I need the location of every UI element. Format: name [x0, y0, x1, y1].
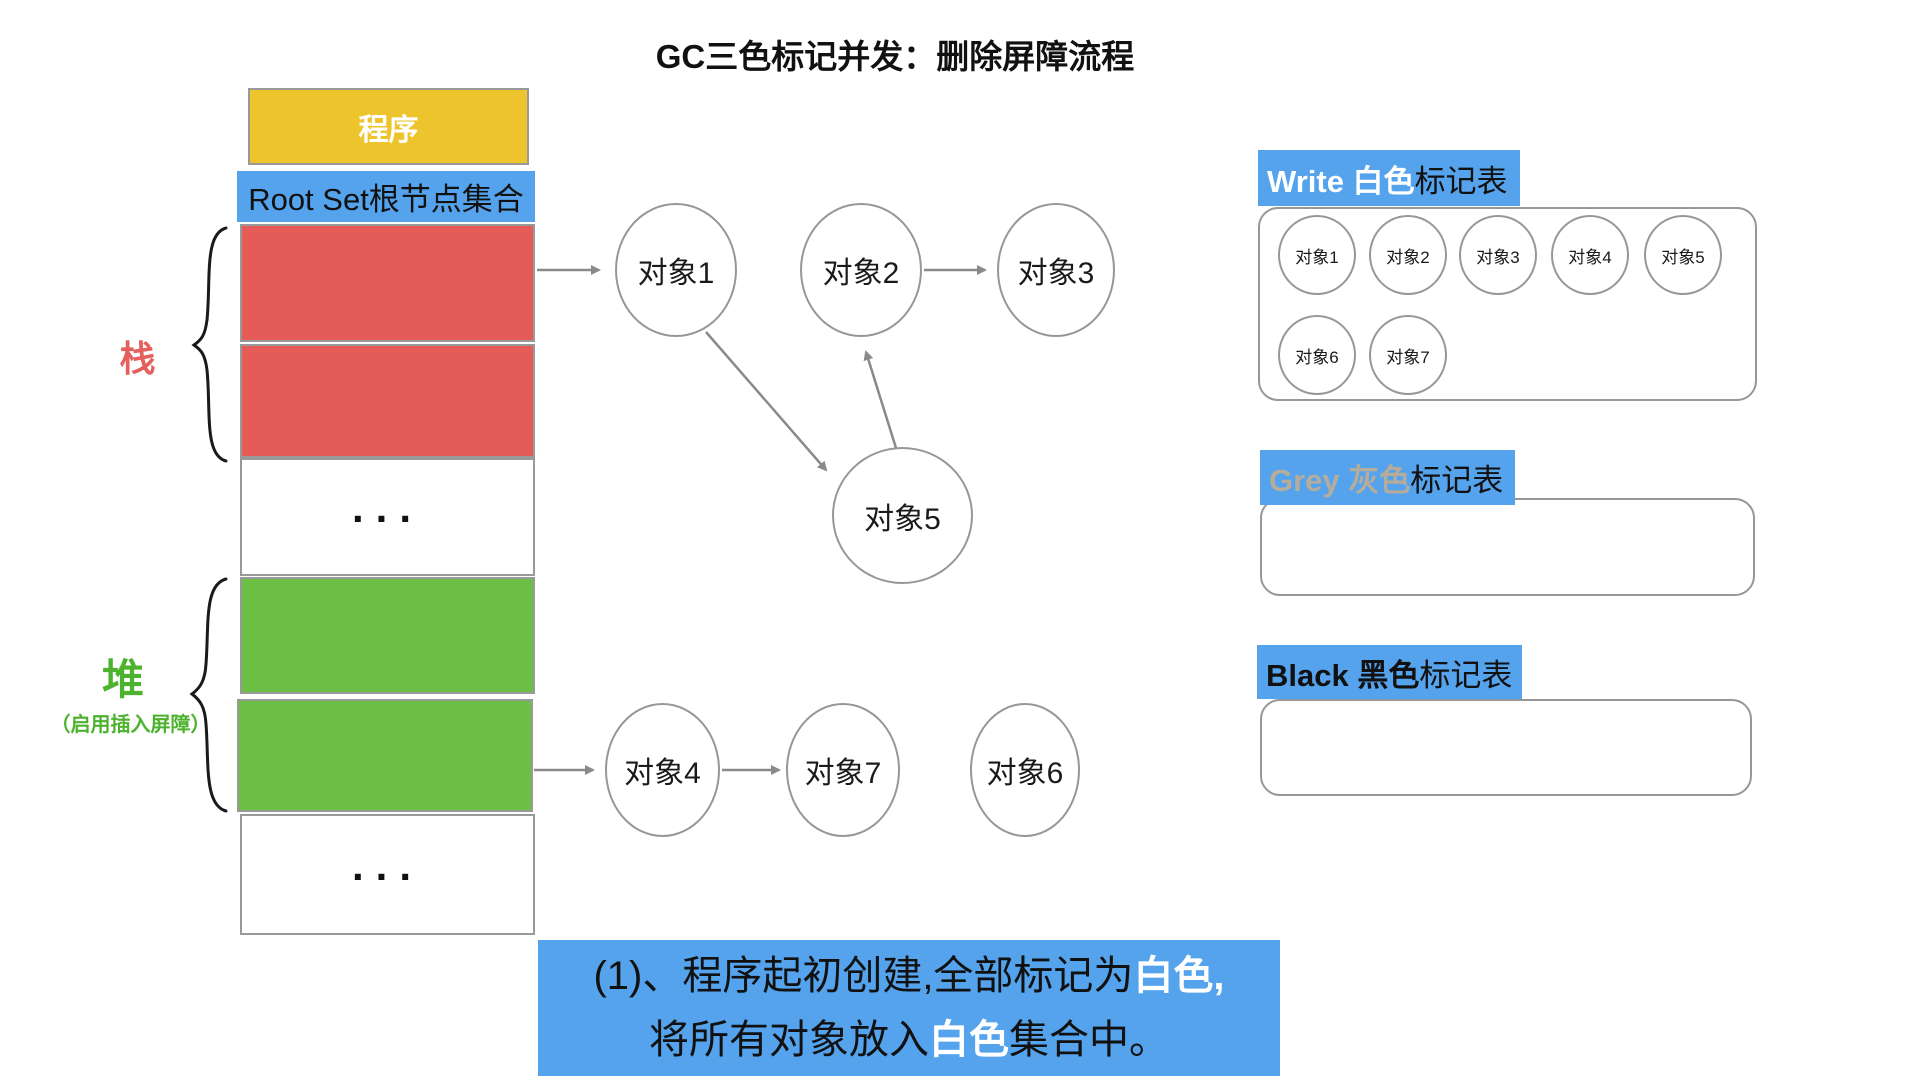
mini-label: 对象7 — [1386, 347, 1430, 367]
heap-slot-2 — [237, 699, 533, 812]
white-table-item-obj7: 对象7 — [1369, 315, 1447, 395]
black-table-label: Black 黑色标记表 — [1257, 645, 1522, 699]
node-label: 对象3 — [1017, 257, 1095, 290]
memory-ellipsis-box-2: ... — [240, 814, 535, 935]
caption-line2-text: 将所有对象放入 — [649, 1018, 929, 1062]
caption-line-1: (1)、程序起初创建,全部标记为白色, — [538, 944, 1280, 1008]
node-label: 对象4 — [624, 757, 701, 790]
node-label: 对象1 — [637, 257, 715, 290]
ellipsis-text: ... — [351, 484, 423, 531]
memory-ellipsis-box-1: ... — [240, 458, 535, 576]
white-table-label: Write 白色标记表 — [1258, 150, 1520, 206]
step-caption: (1)、程序起初创建,全部标记为白色, 将所有对象放入白色集合中。 — [538, 940, 1280, 1076]
black-table-box — [1260, 699, 1752, 796]
mini-label: 对象4 — [1568, 247, 1612, 267]
black-table-label-rest: 标记表 — [1419, 657, 1513, 693]
program-box: 程序 — [248, 88, 529, 165]
white-table-label-bold: Write 白色 — [1267, 163, 1415, 199]
page-title: GC三色标记并发：删除屏障流程 — [655, 38, 1135, 75]
arrow-obj5-to-obj2 — [863, 350, 898, 449]
caption-line1-highlight: 白色, — [1133, 954, 1225, 998]
white-table-item-obj1: 对象1 — [1278, 215, 1356, 295]
white-table-item-obj4: 对象4 — [1551, 215, 1629, 295]
ellipsis-text: ... — [351, 841, 423, 889]
grey-table-box — [1260, 498, 1755, 596]
graph-node-obj6: 对象6 — [970, 703, 1080, 837]
grey-table-label: Grey 灰色标记表 — [1260, 450, 1515, 505]
stack-label: 栈 — [119, 338, 156, 379]
caption-line2-tail: 集合中。 — [1009, 1018, 1169, 1062]
caption-line2-highlight: 白色 — [929, 1018, 1009, 1062]
mini-label: 对象6 — [1295, 347, 1339, 367]
program-label: 程序 — [358, 113, 419, 147]
rootset-box: Root Set根节点集合 — [237, 171, 535, 222]
stack-slot-1 — [240, 224, 535, 342]
white-table-item-obj5: 对象5 — [1644, 215, 1722, 295]
caption-line-2: 将所有对象放入白色集合中。 — [538, 1008, 1280, 1072]
node-label: 对象7 — [804, 757, 882, 790]
white-table-item-obj6: 对象6 — [1278, 315, 1356, 395]
mini-label: 对象1 — [1295, 247, 1339, 267]
graph-node-obj1: 对象1 — [615, 203, 737, 337]
graph-node-obj2: 对象2 — [800, 203, 922, 337]
heap-label: 堆 — [101, 656, 144, 703]
mini-label: 对象5 — [1661, 247, 1705, 267]
node-label: 对象5 — [864, 502, 941, 536]
grey-table-label-rest: 标记表 — [1410, 463, 1504, 498]
stack-slot-2 — [240, 344, 535, 458]
mini-label: 对象3 — [1476, 247, 1520, 267]
caption-line1-text: (1)、程序起初创建,全部标记为 — [593, 954, 1134, 998]
mini-label: 对象2 — [1386, 247, 1430, 267]
node-label: 对象6 — [986, 757, 1064, 790]
white-table-label-rest: 标记表 — [1414, 163, 1508, 199]
heap-brace — [189, 577, 228, 813]
arrow-obj1-to-obj5 — [705, 331, 828, 472]
graph-node-obj5: 对象5 — [832, 447, 973, 584]
white-table-item-obj2: 对象2 — [1369, 215, 1447, 295]
black-table-label-bold: Black 黑色 — [1266, 657, 1420, 693]
white-table-item-obj3: 对象3 — [1459, 215, 1537, 295]
graph-node-obj3: 对象3 — [997, 203, 1115, 337]
heap-slot-1 — [240, 577, 535, 694]
graph-node-obj7: 对象7 — [786, 703, 900, 837]
node-label: 对象2 — [822, 257, 900, 290]
grey-table-label-bold: Grey 灰色 — [1269, 463, 1411, 498]
stack-brace — [191, 226, 228, 463]
rootset-label: Root Set根节点集合 — [248, 182, 524, 217]
heap-note: （启用插入屏障） — [50, 714, 211, 736]
graph-node-obj4: 对象4 — [605, 703, 720, 837]
